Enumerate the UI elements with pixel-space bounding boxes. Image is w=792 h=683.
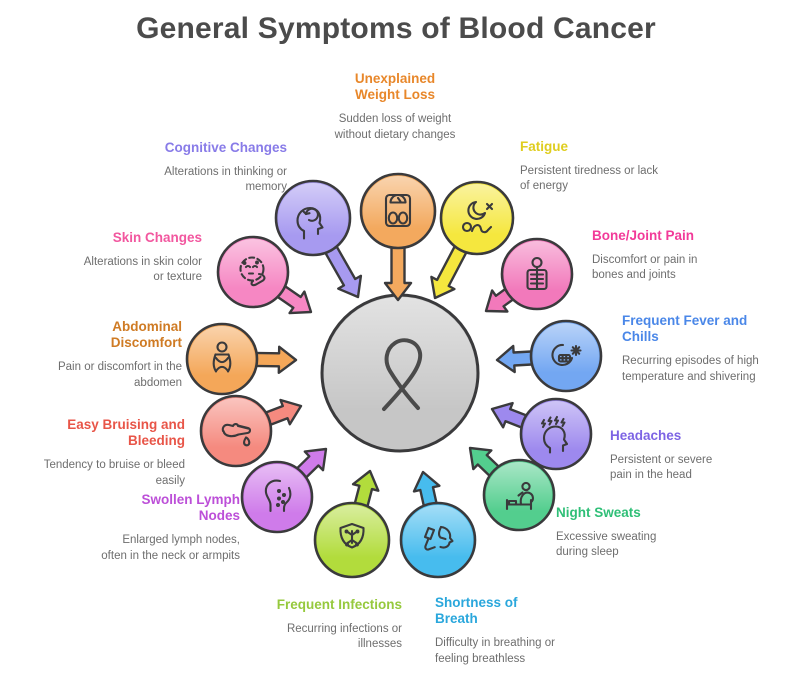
symptom-label-easy-bruising-and-bleeding: Easy Bruising and Bleeding Tendency to b… <box>40 417 185 489</box>
symptom-circle-easy-bruising-and-bleeding <box>199 394 273 468</box>
symptom-circle-bone-joint-pain <box>500 237 574 311</box>
symptom-description: Persistent or severe pain in the head <box>610 454 713 482</box>
symptom-title: Skin Changes <box>112 230 202 245</box>
symptom-title: Fatigue <box>520 139 569 154</box>
symptom-description: Enlarged lymph nodes, often in the neck … <box>101 534 240 562</box>
symptom-title: Frequent Infections <box>276 597 402 612</box>
symptom-title: Frequent Fever and Chills <box>622 313 748 345</box>
headache-bolts-icon <box>540 415 569 454</box>
symptom-title: Night Sweats <box>556 505 641 520</box>
symptom-circle-shortness-of-breath <box>399 501 477 579</box>
symptom-label-unexplained-weight-loss: Unexplained Weight Loss Sudden loss of w… <box>300 71 490 143</box>
symptom-description: Persistent tiredness or lack of energy <box>520 165 659 193</box>
weight-scale-icon <box>384 193 412 228</box>
symptom-title: Shortness of Breath <box>435 595 518 627</box>
fever-chills-face-icon <box>551 343 582 367</box>
page-title: General Symptoms of Blood Cancer <box>136 12 656 45</box>
symptom-title: Headaches <box>610 428 682 443</box>
symptom-circle-swollen-lymph-nodes <box>240 460 314 534</box>
symptom-circle-skin-changes <box>216 235 290 309</box>
moon-fatigue-icon <box>461 200 494 234</box>
symptom-title: Abdominal Discomfort <box>110 319 182 351</box>
xray-bone-icon <box>526 256 548 291</box>
symptom-description: Recurring infections or illnesses <box>286 623 402 651</box>
symptom-label-bone-joint-pain: Bone/Joint Pain Discomfort or pain in bo… <box>592 228 762 284</box>
symptom-circle-night-sweats <box>482 458 556 532</box>
symptom-circle-headaches <box>519 397 593 471</box>
symptom-description: Tendency to bruise or bleed easily <box>43 459 185 487</box>
symptom-description: Difficulty in breathing or feeling breat… <box>435 637 555 665</box>
symptom-label-skin-changes: Skin Changes Alterations in skin color o… <box>58 230 202 286</box>
symptom-title: Swollen Lymph Nodes <box>141 492 240 524</box>
symptom-description: Alterations in thinking or memory <box>164 166 287 194</box>
lymph-node-profile-icon <box>264 479 292 513</box>
skin-face-icon <box>239 256 266 287</box>
symptom-title: Cognitive Changes <box>164 140 287 155</box>
symptom-description: Alterations in skin color or texture <box>83 256 202 284</box>
symptom-label-frequent-fever-and-chills: Frequent Fever and Chills Recurring epis… <box>622 313 780 385</box>
abdominal-pain-person-icon <box>212 341 232 373</box>
symptom-circle-abdominal-discomfort <box>185 322 259 396</box>
symptom-label-swollen-lymph-nodes: Swollen Lymph Nodes Enlarged lymph nodes… <box>96 492 240 564</box>
symptom-label-fatigue: Fatigue Persistent tiredness or lack of … <box>520 139 680 195</box>
symptom-circle-frequent-fever-and-chills <box>529 319 603 393</box>
cognitive-head-icon <box>296 206 324 240</box>
hand-bleeding-icon <box>221 423 252 447</box>
symptom-circle-fatigue <box>439 180 515 256</box>
symptom-circle-frequent-infections <box>313 501 391 579</box>
symptom-circle-cognitive-changes <box>274 179 352 257</box>
symptom-description: Excessive sweating during sleep <box>556 531 657 559</box>
shield-virus-icon <box>339 522 365 549</box>
symptom-label-frequent-infections: Frequent Infections Recurring infections… <box>230 597 402 653</box>
symptom-title: Unexplained Weight Loss <box>354 71 436 103</box>
symptom-description: Pain or discomfort in the abdomen <box>57 361 182 389</box>
symptom-label-night-sweats: Night Sweats Excessive sweating during s… <box>556 505 706 561</box>
center-hub <box>320 293 480 453</box>
symptom-title: Easy Bruising and Bleeding <box>67 417 185 449</box>
inhaler-breath-icon <box>423 525 454 551</box>
symptom-title: Bone/Joint Pain <box>592 228 695 243</box>
symptom-description: Recurring episodes of high temperature a… <box>622 355 759 383</box>
symptom-description: Sudden loss of weight without dietary ch… <box>334 113 456 141</box>
symptom-label-abdominal-discomfort: Abdominal Discomfort Pain or discomfort … <box>46 319 182 391</box>
symptom-label-headaches: Headaches Persistent or severe pain in t… <box>610 428 770 484</box>
symptom-label-shortness-of-breath: Shortness of Breath Difficulty in breath… <box>435 595 587 667</box>
symptom-circle-unexplained-weight-loss <box>359 172 437 250</box>
awareness-ribbon-icon <box>382 338 423 411</box>
night-sweats-bed-icon <box>505 481 534 511</box>
symptom-label-cognitive-changes: Cognitive Changes Alterations in thinkin… <box>137 140 287 196</box>
symptom-description: Discomfort or pain in bones and joints <box>592 254 698 282</box>
